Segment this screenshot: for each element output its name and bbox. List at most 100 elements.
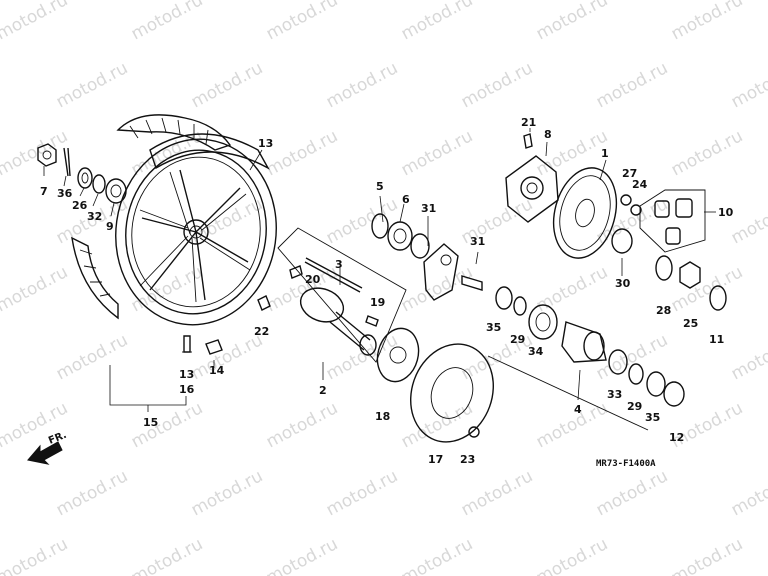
- watermark-text: motod.ru: [398, 262, 476, 316]
- callout-4: 4: [574, 403, 582, 416]
- callout-6: 6: [402, 193, 410, 206]
- watermark-text: motod.ru: [128, 534, 206, 576]
- callout-28: 28: [656, 304, 671, 317]
- dust-seal: [92, 174, 106, 194]
- callout-21: 21: [521, 116, 536, 129]
- watermark-text: motod.ru: [128, 398, 206, 452]
- washer: [611, 228, 633, 254]
- watermark-text: motod.ru: [458, 58, 536, 112]
- callout-8: 8: [544, 128, 552, 141]
- tire-valve: [182, 335, 192, 353]
- watermark-text: motod.ru: [323, 58, 401, 112]
- callout-26: 26: [72, 199, 88, 212]
- watermark-text: motod.ru: [263, 398, 341, 452]
- callout-29-right: 29: [627, 400, 642, 413]
- callout-10: 10: [718, 206, 734, 219]
- watermark-text: motod.ru: [0, 262, 71, 316]
- watermark-text: motod.ru: [398, 398, 476, 452]
- watermark-text: motod.ru: [0, 534, 71, 576]
- callout-9: 9: [106, 220, 114, 233]
- watermark-text: motod.ru: [533, 262, 611, 316]
- flange-bolt: [523, 133, 533, 149]
- watermark-text: motod.ru: [533, 534, 611, 576]
- front-arrow-icon: [27, 441, 63, 465]
- callout-25: 25: [683, 317, 698, 330]
- callout-13-rim: 13: [258, 137, 273, 150]
- watermark-text: motod.ru: [263, 126, 341, 180]
- tire: [71, 114, 232, 320]
- watermark-text: motod.ru: [0, 0, 71, 44]
- watermark-text: motod.ru: [263, 0, 341, 44]
- callout-labels: 1 2 3 4 5 6 7 8 9 10 11 12 13 13 14 15 1…: [40, 116, 734, 466]
- callout-27: 27: [622, 167, 637, 180]
- axle-nut: [37, 143, 57, 167]
- watermark-text: motod.ru: [323, 466, 401, 520]
- watermark-text: motod.ru: [728, 330, 768, 384]
- watermark-text: motod.ru: [0, 398, 71, 452]
- disc-nut: [468, 426, 480, 438]
- callout-11: 11: [709, 333, 724, 346]
- lock-nut: [679, 261, 701, 289]
- watermark-text: motod.ru: [458, 466, 536, 520]
- callout-31-right: 31: [470, 235, 485, 248]
- callout-16: 16: [179, 383, 195, 396]
- cotter-pin: [63, 147, 71, 177]
- watermark-text: motod.ru: [668, 126, 746, 180]
- watermark-text: motod.ru: [593, 466, 671, 520]
- callout-29-left: 29: [510, 333, 525, 346]
- bearing: [105, 178, 127, 204]
- damper-plate: [376, 327, 420, 383]
- watermark-text: motod.ru: [398, 0, 476, 44]
- side-collar: [77, 167, 93, 189]
- watermark-text: motod.ru: [728, 58, 768, 112]
- bearing-stack: [487, 286, 685, 431]
- callout-15: 15: [143, 416, 158, 429]
- watermark-text: motod.ru: [188, 330, 266, 384]
- circlip: [709, 285, 727, 311]
- hub-assembly: [257, 227, 407, 363]
- watermark-text: motod.ru: [728, 466, 768, 520]
- leader-lines: [43, 128, 716, 412]
- callout-36: 36: [57, 187, 73, 200]
- callout-19: 19: [370, 296, 385, 309]
- callout-17: 17: [428, 453, 443, 466]
- sprocket-nut: [620, 194, 632, 206]
- watermark-text: motod.ru: [188, 466, 266, 520]
- callout-22: 22: [254, 325, 269, 338]
- callout-31-left: 31: [421, 202, 436, 215]
- rear-wheel-rim: [115, 133, 277, 326]
- callout-30: 30: [615, 277, 631, 290]
- watermark-text: motod.ru: [53, 466, 131, 520]
- watermark-text: motod.ru: [128, 0, 206, 44]
- driven-sprocket: [552, 167, 618, 259]
- callout-18: 18: [375, 410, 390, 423]
- callout-2: 2: [319, 384, 327, 397]
- watermark-text: motod.ru: [533, 0, 611, 44]
- callout-7: 7: [40, 185, 48, 198]
- callout-3: 3: [335, 258, 343, 271]
- watermark-text: motod.ru: [0, 126, 71, 180]
- snap-ring: [371, 213, 389, 239]
- watermark-text: motod.ru: [53, 330, 131, 384]
- callout-20: 20: [305, 273, 321, 286]
- watermark-text: motod.ru: [668, 398, 746, 452]
- callout-5: 5: [376, 180, 384, 193]
- callout-33: 33: [607, 388, 622, 401]
- watermark-text: motod.ru: [593, 58, 671, 112]
- callout-12: 12: [669, 431, 684, 444]
- callout-24: 24: [632, 178, 648, 191]
- balance-weight: [205, 339, 223, 355]
- watermark-text: motod.ru: [323, 194, 401, 248]
- callout-35-right: 35: [645, 411, 660, 424]
- callout-35-left: 35: [486, 321, 501, 334]
- watermark-text: motod.ru: [668, 534, 746, 576]
- callout-32: 32: [87, 210, 102, 223]
- callout-1: 1: [601, 147, 609, 160]
- callout-23: 23: [460, 453, 475, 466]
- watermark-text: motod.ru: [188, 58, 266, 112]
- collar: [410, 233, 430, 259]
- brake-disc: [410, 343, 494, 443]
